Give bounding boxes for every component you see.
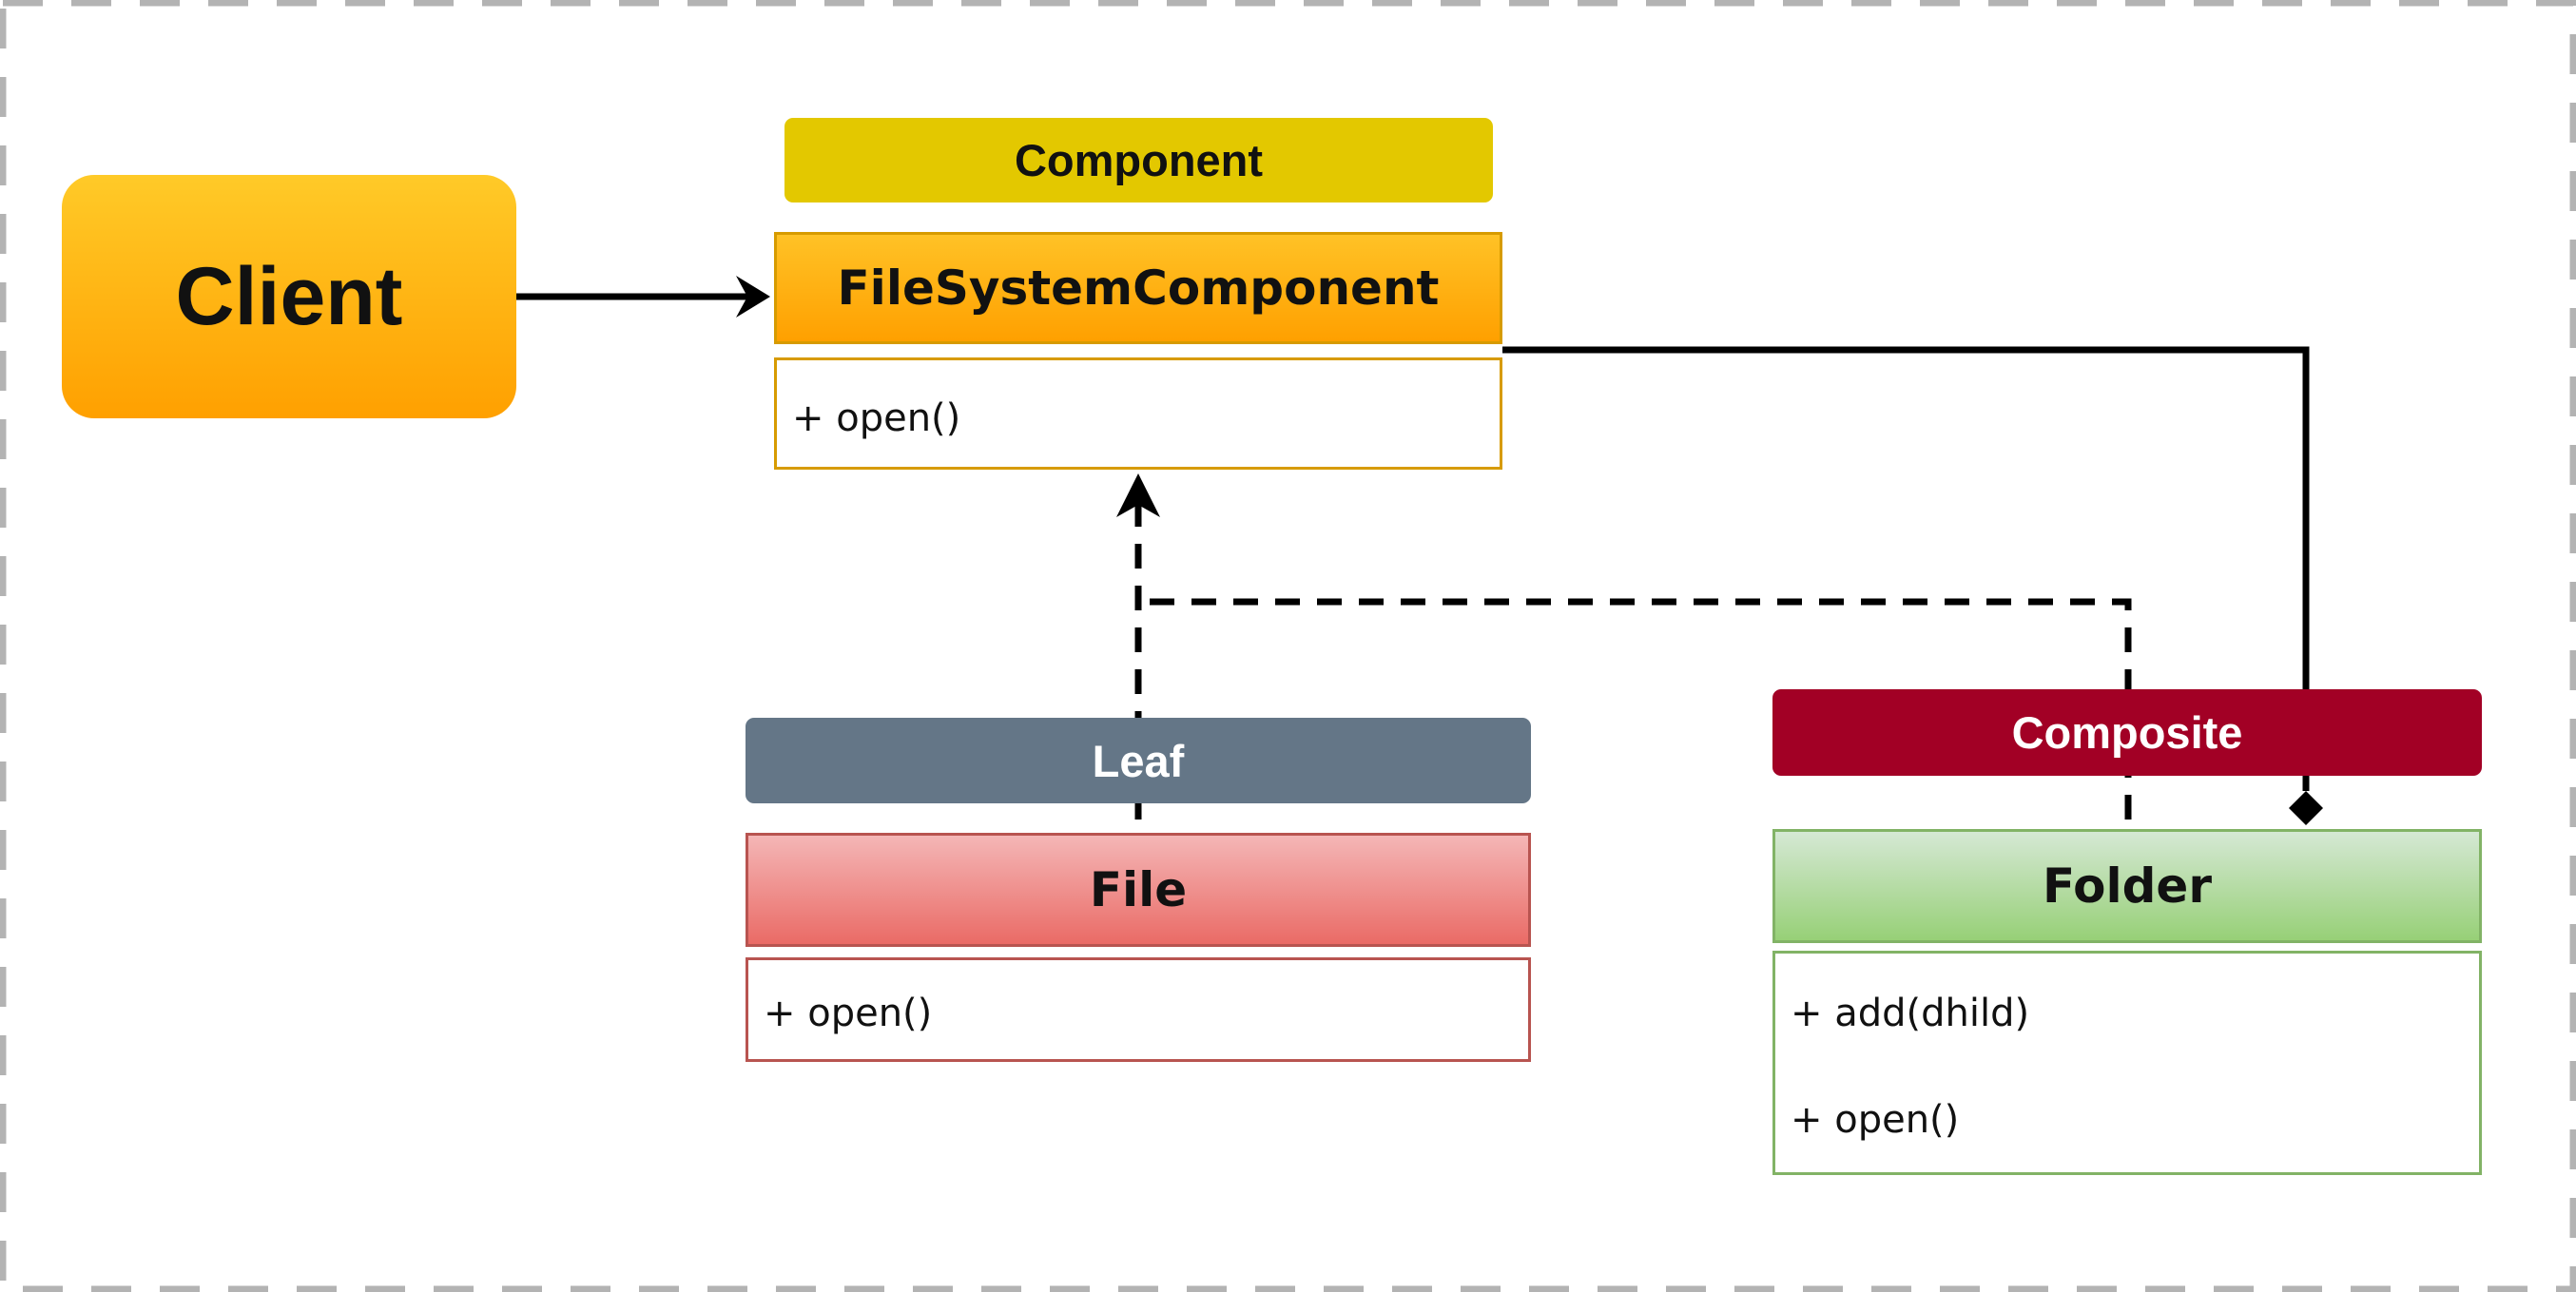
composite-stereotype-label: Composite: [1772, 689, 2482, 776]
composition-diamond: [2289, 791, 2323, 825]
folder-method-add: + add(dhild): [1791, 992, 2030, 1035]
file-method-open: + open(): [764, 992, 933, 1035]
folder-method-open: + open(): [1791, 1098, 1960, 1142]
composition-line: [1502, 346, 2310, 791]
filesystemcomponent-class-body[interactable]: + open(): [774, 357, 1502, 470]
client-association-arrowhead: [736, 276, 770, 318]
folder-class-body[interactable]: + add(dhild) + open(): [1772, 951, 2482, 1175]
filesystemcomponent-class-header[interactable]: FileSystemComponent: [774, 232, 1502, 344]
leaf-stereotype-label: Leaf: [746, 718, 1531, 803]
folder-class-header[interactable]: Folder: [1772, 829, 2482, 943]
composite-realization-line: [1138, 598, 2132, 820]
client-node[interactable]: Client: [62, 175, 516, 418]
file-class-header[interactable]: File: [746, 833, 1531, 947]
component-stereotype-label: Component: [784, 118, 1493, 202]
filesystemcomponent-method-open: + open(): [792, 396, 961, 440]
file-class-body[interactable]: + open(): [746, 957, 1531, 1062]
realization-arrowhead: [1116, 473, 1160, 517]
